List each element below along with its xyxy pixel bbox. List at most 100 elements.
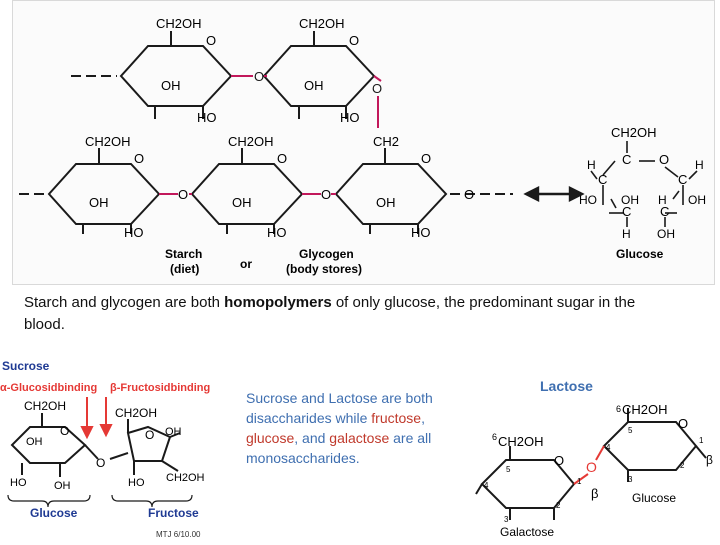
glucose-label: Glucose: [632, 491, 676, 505]
oh-label: OH: [54, 480, 71, 492]
carbon-number: 3: [504, 515, 509, 524]
diet-label: (diet): [170, 262, 199, 276]
glycosidic-oxygen: O: [372, 81, 382, 96]
oh-label: OH: [161, 78, 181, 93]
ring-bottom-1: [47, 163, 161, 225]
caption-bold-term: homopolymers: [224, 294, 332, 311]
hydrogen-label: H: [622, 227, 631, 241]
ho-label: HO: [340, 110, 360, 125]
ho-label: HO: [10, 477, 27, 489]
oh-label: OH: [89, 195, 109, 210]
oh-label: OH: [165, 426, 182, 438]
oh-label: OH: [376, 195, 396, 210]
oh-label: OH: [304, 78, 324, 93]
galactose-label: Galactose: [500, 525, 554, 539]
polymer-figure: CH2OH CH2OH O O OH OH HO HO O O CH2OH CH…: [12, 0, 715, 285]
credit-label: MTJ 6/10.00: [156, 530, 201, 539]
ring-bottom-3: [334, 163, 448, 225]
carbon-number: 6: [492, 432, 497, 442]
starch-label: Starch: [165, 247, 202, 261]
carbon-label: C: [678, 172, 687, 187]
lactose-diagram: Lactose 6 CH2OH O 5 4 1 2 3 β Glucose: [475, 378, 713, 539]
carbon-number: 4: [606, 443, 611, 452]
carbon-label: C: [622, 152, 631, 167]
lactose-title: Lactose: [540, 378, 593, 394]
carbon-number: 6: [616, 404, 621, 414]
ch2oh-label: CH2OH: [299, 16, 345, 31]
ring-oxygen-label: O: [277, 151, 287, 166]
note-text: and: [297, 390, 329, 406]
ho-label: HO: [579, 193, 597, 207]
ch2oh-label: CH2OH: [24, 399, 66, 413]
carbon-number: 1: [699, 436, 704, 445]
oh-label: OH: [688, 193, 706, 207]
glycosidic-oxygen: O: [178, 187, 188, 202]
ring-bottom-2: [190, 163, 304, 225]
ring-oxygen-label: O: [145, 428, 154, 442]
note-highlight: fructose: [371, 410, 422, 426]
carbon-number: 4: [484, 481, 489, 490]
beta-label: β: [591, 486, 598, 501]
ring-oxygen-label: O: [134, 151, 144, 166]
alpha-binding-label: α-Glucosidbinding: [0, 382, 97, 394]
ho-label: HO: [411, 225, 431, 240]
hydrogen-label: H: [695, 158, 704, 172]
ring-oxygen-label: O: [659, 152, 669, 167]
ring-oxygen-label: O: [349, 33, 359, 48]
carbon-number: 2: [556, 501, 561, 510]
chain-oxygen: O: [464, 187, 474, 202]
ho-label: HO: [197, 110, 217, 125]
ring-top-1: [119, 45, 233, 107]
disaccharide-note: Sucrose and Lactose are both disaccharid…: [246, 388, 476, 468]
note-highlight: galactose: [329, 430, 390, 446]
ring-top-2: [262, 45, 376, 107]
note-highlight: glucose: [246, 430, 295, 446]
carbon-number: 2: [680, 461, 685, 470]
ho-label: HO: [128, 477, 145, 489]
oh-label: OH: [26, 436, 43, 448]
oh-label: OH: [657, 227, 675, 241]
fructose-label: Fructose: [148, 506, 199, 520]
ch2oh-label: CH2OH: [156, 16, 202, 31]
hydrogen-label: H: [587, 158, 596, 172]
ch2-label: CH2: [373, 134, 399, 149]
sucrose-figure: Sucrose α-Glucosidbinding β-Fructosidbin…: [0, 355, 230, 540]
carbon-label: C: [598, 172, 607, 187]
note-text: ,: [421, 410, 425, 426]
oh-label: OH: [232, 195, 252, 210]
note-text: , and: [294, 430, 330, 446]
carbon-number: 3: [628, 475, 633, 484]
ring-oxygen-label: O: [678, 416, 688, 431]
glucose-label: Glucose: [30, 506, 78, 520]
ch2oh-label: CH2OH: [228, 134, 274, 149]
ch2oh-label: CH2OH: [85, 134, 131, 149]
beta-binding-label: β-Fructosidbinding: [110, 382, 210, 394]
carbon-number: 5: [628, 426, 633, 435]
lactose-figure: Lactose 6 CH2OH O 5 4 1 2 3 β Glucose: [470, 370, 720, 540]
sucrose-diagram: Sucrose α-Glucosidbinding β-Fructosidbin…: [0, 359, 210, 539]
glycosidic-oxygen: O: [586, 459, 597, 475]
ho-label: HO: [124, 225, 144, 240]
ring-oxygen-label: O: [554, 453, 564, 468]
ch2oh-label: CH2OH: [166, 472, 205, 484]
note-text: are both disaccharides while: [246, 390, 433, 426]
ch2oh-label: CH2OH: [498, 434, 544, 449]
ch2oh-label: CH2OH: [611, 125, 657, 140]
caption-text: Starch and glycogen are both: [24, 294, 225, 311]
ch2oh-label: CH2OH: [622, 402, 668, 417]
figure-caption: Starch and glycogen are both homopolymer…: [24, 292, 664, 336]
polymer-diagram: CH2OH CH2OH O O OH OH HO HO O O CH2OH CH…: [19, 16, 706, 276]
beta-label: β: [706, 453, 713, 467]
caption-text: of only glucose, the predominant sugar i…: [24, 294, 636, 333]
ho-label: HO: [267, 225, 287, 240]
glycogen-label: Glycogen: [299, 247, 354, 261]
note-text: Sucrose: [246, 390, 298, 406]
ch2oh-label: CH2OH: [115, 406, 157, 420]
or-label: or: [240, 257, 252, 271]
hydrogen-label: H: [658, 193, 667, 207]
carbon-label: C: [622, 204, 631, 219]
carbon-number: 1: [577, 477, 582, 486]
glycosidic-oxygen: O: [321, 187, 331, 202]
glycosidic-oxygen: O: [96, 456, 105, 470]
ring-oxygen-label: O: [60, 424, 69, 438]
